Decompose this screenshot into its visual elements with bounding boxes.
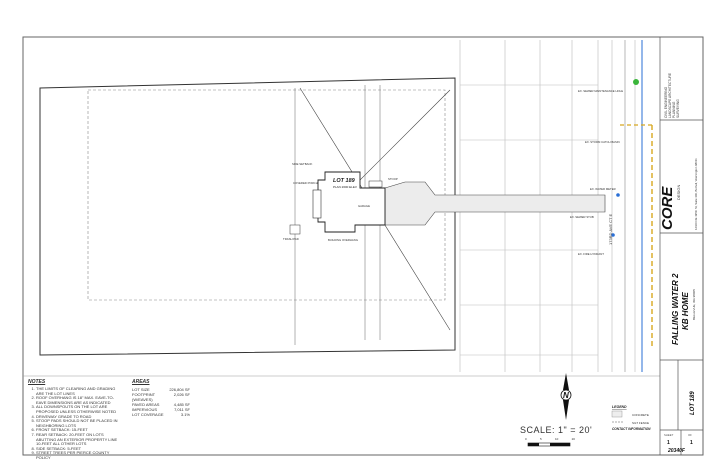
note-item: ALL DOWNSPOUTS ON THE LOT ARE PROPOSED U… bbox=[36, 405, 120, 414]
lot-label: LOT 189 bbox=[690, 391, 696, 415]
svg-text:LANDSCAPE ARCHITECTURE: LANDSCAPE ARCHITECTURE bbox=[668, 73, 672, 118]
project-number: 20340F bbox=[667, 448, 686, 454]
svg-text:EX. FIRE HYDRANT: EX. FIRE HYDRANT bbox=[578, 252, 604, 256]
svg-text:CIVIL ENGINEERING: CIVIL ENGINEERING bbox=[664, 86, 668, 118]
note-item: SIDE SETBACK: 5-FEET bbox=[36, 446, 120, 452]
svg-text:SIDE SETBACK: SIDE SETBACK bbox=[292, 162, 312, 166]
title-block bbox=[659, 37, 703, 455]
svg-text:COVERED PORCH: COVERED PORCH bbox=[293, 181, 318, 185]
firm-services: CIVIL ENGINEERING LANDSCAPE ARCHITECTURE… bbox=[664, 73, 680, 118]
svg-text:EX. SEWER MAINTENANCE HOLE: EX. SEWER MAINTENANCE HOLE bbox=[578, 89, 623, 93]
svg-text:PLANNING: PLANNING bbox=[672, 101, 676, 118]
north-arrow-icon: N bbox=[560, 373, 572, 420]
areas-row: (W/EAVES) bbox=[132, 397, 153, 402]
svg-text:GARAGE: GARAGE bbox=[358, 204, 370, 208]
note-item: FRONT SETBACK: 15-FEET bbox=[36, 428, 120, 433]
sheet-total: 1 bbox=[690, 440, 693, 446]
svg-text:SURVEYING: SURVEYING bbox=[676, 99, 680, 118]
sewer-maintenance-hole-marker bbox=[633, 79, 639, 85]
svg-text:TRASH PAD: TRASH PAD bbox=[283, 237, 299, 241]
sheet-label: SHEET bbox=[664, 433, 674, 437]
legend-concrete: CONCRETE bbox=[632, 413, 649, 417]
house-label: LOT 189 bbox=[333, 178, 356, 184]
note-item: STREET TREES PER PIERCE COUNTY POLICY bbox=[36, 450, 120, 460]
lot-boundary bbox=[39, 77, 456, 356]
stoop bbox=[368, 180, 383, 188]
legend-silt-fence: SILT FENCE bbox=[632, 421, 649, 425]
house-footprint bbox=[317, 171, 386, 233]
client-address: BELLEVUE, WA 98005 bbox=[692, 289, 696, 320]
sheet-border bbox=[22, 36, 704, 456]
trash-pad bbox=[289, 224, 301, 235]
driveway bbox=[384, 181, 606, 226]
callouts: SIDE SETBACK COVERED PORCH GARAGE BUILDI… bbox=[283, 89, 623, 256]
notes-list: THE LIMITS OF CLEARING AND GRADING ARE T… bbox=[28, 386, 120, 461]
legend-title: LEGEND bbox=[612, 405, 627, 409]
house-sublabel: PLAN 2600 ELEV bbox=[333, 185, 357, 189]
areas-title: AREAS bbox=[132, 379, 150, 385]
water-meter-marker bbox=[616, 193, 620, 197]
concrete-swatch bbox=[611, 410, 623, 418]
notes-section: NOTES THE LIMITS OF CLEARING AND GRADING… bbox=[28, 379, 120, 461]
logo-sub: DESIGN bbox=[676, 185, 681, 200]
street-label: 173RD AVE CT E bbox=[608, 213, 613, 245]
street-lines bbox=[459, 40, 636, 372]
contact-title: CONTACT INFORMATION bbox=[612, 427, 651, 431]
sheet-number: 1 bbox=[667, 440, 670, 446]
of-label: OF bbox=[688, 433, 692, 437]
svg-text:N: N bbox=[563, 391, 569, 400]
scale-label: SCALE: 1" = 20' bbox=[520, 425, 593, 435]
svg-text:STOOP: STOOP bbox=[388, 177, 398, 181]
firm-address: 12100 NE 195th St, Suite 300, Bothell, W… bbox=[694, 158, 698, 230]
svg-text:EX. SEWER STUB: EX. SEWER STUB bbox=[570, 215, 594, 219]
note-item: STOOP PADS SHOULD NOT BE PLACED IN NEIGH… bbox=[36, 418, 120, 428]
note-item: ROOF OVERHANG IS 18" MAX. EAVE-TO-EAVE D… bbox=[36, 395, 120, 405]
note-item: THE LIMITS OF CLEARING AND GRADING ARE T… bbox=[36, 386, 120, 396]
fire-hydrant-marker bbox=[611, 233, 615, 237]
client-name: KB HOME bbox=[681, 292, 690, 330]
svg-text:EX. STORM CATCH BASIN: EX. STORM CATCH BASIN bbox=[585, 140, 620, 144]
covered-porch bbox=[312, 189, 322, 219]
note-item: REAR SETBACK: 20-FEET ON LOTS ABUTTING A… bbox=[36, 432, 120, 447]
svg-text:BUILDING OVERHANG: BUILDING OVERHANG bbox=[328, 238, 358, 242]
note-item: DRIVEWAY GRADE TO ROAD bbox=[36, 414, 120, 420]
svg-text:EX. WATER METER: EX. WATER METER bbox=[590, 187, 616, 191]
notes-title: NOTES bbox=[28, 379, 46, 385]
project-name: FALLING WATER 2 bbox=[671, 273, 680, 345]
scale-bar bbox=[527, 442, 571, 447]
core-logo: CORE bbox=[659, 186, 676, 230]
